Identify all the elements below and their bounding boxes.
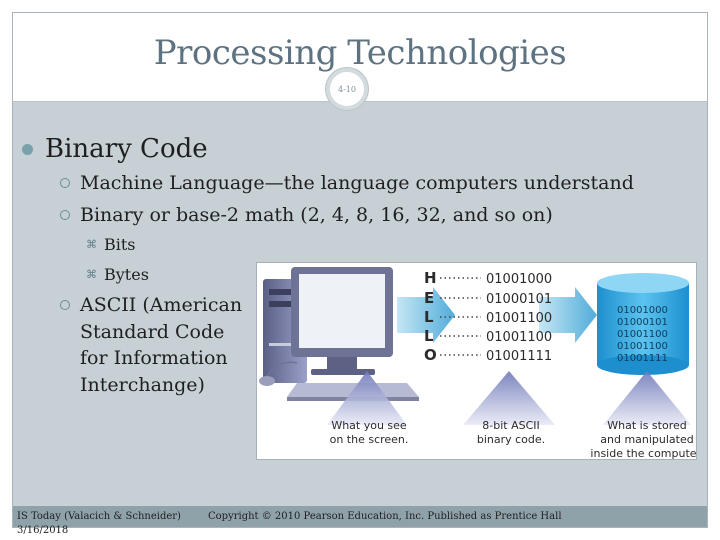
bullet-machine-language: Machine Language—the language computers … [60,172,634,194]
hollow-bullet-icon [60,210,70,220]
caption-see: on the screen. [330,433,409,446]
arrow-right-icon [397,287,455,343]
triangle-pointer [327,371,407,425]
binary-code: 01001100 [486,311,552,326]
ascii-line: Standard Code [80,320,225,343]
footer-date: 3/16/2018 [17,525,69,536]
stored-code: 01001000 [617,305,668,316]
caption-stored: inside the computer. [590,447,697,460]
triangle-pointer [603,371,691,425]
footer-bar [13,506,707,527]
stored-code: 01001100 [617,341,668,352]
hollow-bullet-icon [60,178,70,188]
bullet-text: Binary Code [45,134,208,164]
monitor-icon [291,267,393,375]
hollow-bullet-icon [60,300,70,310]
triangle-pointer [463,371,555,425]
bullet-bytes: ⌘ Bytes [86,265,149,284]
binary-code: 01001111 [486,349,552,364]
ascii-line: for Information [80,347,228,369]
ascii-diagram: H E L L O 01001000 01000101 01001100 010… [259,267,697,460]
caption-ascii: binary code. [477,433,545,446]
ascii-line: ASCII (American [80,294,243,316]
letter-l: L [424,308,434,326]
slide-title: Processing Technologies [153,33,567,73]
slide-number-badge: 4-10 [326,68,368,110]
bullet-text: Bytes [104,265,149,284]
stored-code: 01001111 [617,353,668,364]
caption-ascii: 8-bit ASCII [482,419,540,432]
letter-l: L [424,327,434,345]
bullet-text: Machine Language—the language computers … [80,172,634,194]
caption-see: What you see [331,419,407,432]
binary-code: 01000101 [486,292,552,307]
ascii-encoding-figure: H E L L O 01001000 01000101 01001100 010… [256,262,697,460]
letter-o: O [424,346,437,364]
binary-code: 01001100 [486,330,552,345]
mouse-icon [259,361,298,386]
ascii-line: Interchange) [80,373,205,396]
cross-bullet-icon: ⌘ [86,268,97,281]
caption-stored: and manipulated [600,433,694,446]
arrow-right-icon [539,287,597,343]
filled-bullet-icon [22,143,33,155]
bullet-bits: ⌘ Bits [86,235,136,254]
bullet-text: Binary or base-2 math (2, 4, 8, 16, 32, … [80,204,553,226]
bullet-ascii: ASCII (American Standard Code for Inform… [80,292,260,398]
footer-source: IS Today (Valacich & Schneider) [17,511,181,522]
letter-e: E [424,289,434,307]
letter-h: H [424,269,437,287]
stored-code: 01001100 [617,329,668,340]
binary-code: 01001000 [486,272,552,287]
caption-stored: What is stored [607,419,687,432]
stored-code: 01000101 [617,317,668,328]
bullet-binary-code: Binary Code [22,134,208,164]
cross-bullet-icon: ⌘ [86,238,97,251]
bullet-binary-math: Binary or base-2 math (2, 4, 8, 16, 32, … [60,204,553,226]
database-icon: 01001000 01000101 01001100 01001100 0100… [597,273,689,375]
bullet-text: Bits [104,235,136,254]
footer-copyright: Copyright © 2010 Pearson Education, Inc.… [208,511,562,522]
